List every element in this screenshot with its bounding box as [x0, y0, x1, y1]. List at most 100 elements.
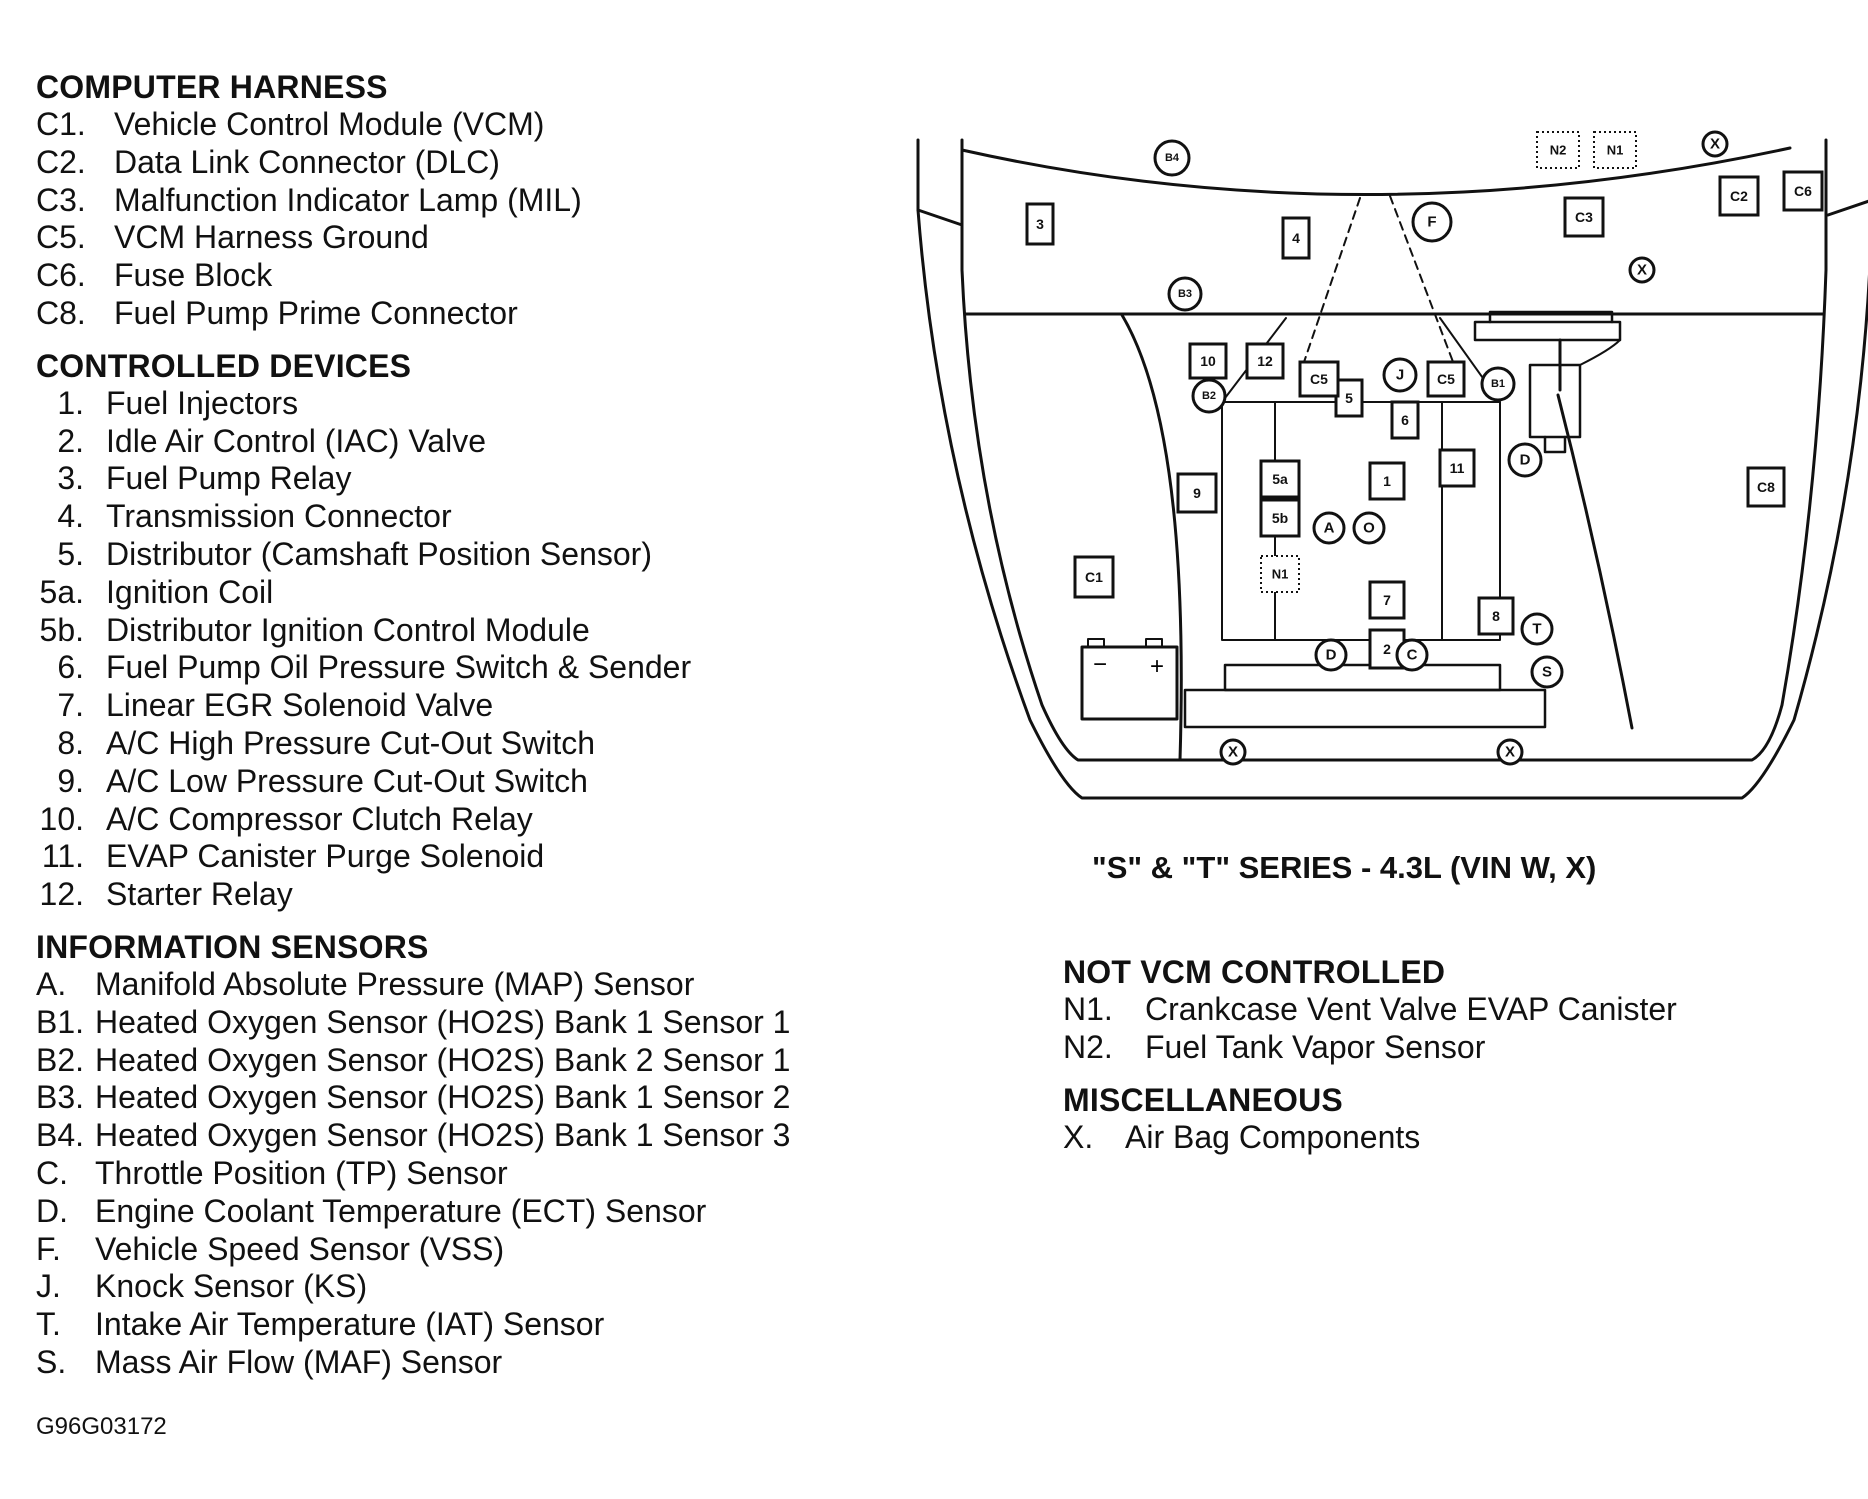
- legend-item-code: 5.: [57, 535, 84, 572]
- legend-item-code: 11.: [41, 838, 84, 875]
- sensor-marker-label: X: [1710, 136, 1720, 153]
- sensor-marker: [1480, 366, 1516, 402]
- component-box: [1188, 342, 1228, 380]
- sensor-marker: [1219, 738, 1247, 766]
- sensor-marker: [1411, 201, 1453, 243]
- vehicle-outline: [916, 138, 1868, 800]
- component-box-label: 1: [1383, 473, 1391, 489]
- inner-fender-outline: [960, 138, 1828, 762]
- sensor-marker-label: F: [1427, 214, 1436, 231]
- component-box: [1025, 202, 1055, 246]
- diagram-caption: "S" & "T" SERIES - 4.3L (VIN W, X): [1092, 850, 1597, 885]
- legend-item-description: Throttle Position (TP) Sensor: [95, 1154, 508, 1191]
- legend-item-code: B4.: [36, 1117, 85, 1154]
- legend-item-description: VCM Harness Ground: [114, 219, 429, 256]
- sensor-marker: [1520, 612, 1554, 646]
- non-vcm-component-label: N1: [1272, 567, 1289, 582]
- sensor-marker: [1382, 357, 1418, 393]
- non-vcm-component-label: N2: [1550, 143, 1567, 158]
- sensor-marker-label: B3: [1178, 288, 1192, 300]
- legend-item-description: Fuse Block: [114, 257, 273, 294]
- legend-item: B3.Heated Oxygen Sensor (HO2S) Bank 1 Se…: [36, 1079, 896, 1117]
- sensor-marker-label: C: [1407, 647, 1418, 664]
- cowl-curve: [960, 146, 1792, 196]
- legend-item-code: N2.: [1063, 1028, 1113, 1065]
- component-box: [1073, 555, 1115, 599]
- sensor-marker-label: X: [1637, 262, 1647, 279]
- legend-item-code: 8.: [57, 724, 84, 761]
- component-box-label: 9: [1193, 485, 1201, 501]
- legend-right-column: NOT VCM CONTROLLED N1.Crankcase Vent Val…: [1063, 953, 1823, 1170]
- legend-item-description: A/C Low Pressure Cut-Out Switch: [106, 762, 588, 799]
- sensor-marker-label: O: [1363, 520, 1375, 537]
- legend-item-code: 2.: [57, 422, 84, 459]
- legend-item: C1.Vehicle Control Module (VCM): [36, 106, 896, 144]
- legend-item: C. Throttle Position (TP) Sensor: [36, 1155, 896, 1193]
- component-box-label: 5b: [1272, 510, 1288, 526]
- sensor-marker-label: T: [1532, 621, 1541, 638]
- component-box-label: 2: [1383, 641, 1391, 657]
- legend-item: 5. Distributor (Camshaft Position Sensor): [36, 536, 896, 574]
- not-vcm-controlled-heading: NOT VCM CONTROLLED: [1063, 954, 1446, 990]
- component-box-label: 5: [1345, 390, 1353, 406]
- legend-item-description: Idle Air Control (IAC) Valve: [106, 422, 486, 459]
- legend-item-description: Manifold Absolute Pressure (MAP) Sensor: [95, 965, 695, 1002]
- legend-item: 2. Idle Air Control (IAC) Valve: [36, 423, 896, 461]
- legend-item-description: Fuel Pump Prime Connector: [114, 294, 518, 331]
- legend-item-description: Malfunction Indicator Lamp (MIL): [114, 181, 582, 218]
- legend-item-description: Ignition Coil: [106, 573, 274, 610]
- sensor-marker: [1530, 655, 1564, 689]
- sensor-marker: [1395, 638, 1429, 672]
- legend-item-description: Vehicle Speed Sensor (VSS): [95, 1230, 505, 1267]
- component-box: [1259, 459, 1301, 499]
- non-vcm-component-box: [1593, 131, 1637, 169]
- sensor-marker: [1191, 378, 1227, 414]
- sensor-marker: [1167, 276, 1203, 312]
- legend-item: 7.Linear EGR Solenoid Valve: [36, 687, 896, 725]
- legend-item-description: A/C High Pressure Cut-Out Switch: [106, 724, 596, 761]
- sensor-marker-label: D: [1520, 452, 1531, 469]
- legend-item-code: B2.: [36, 1041, 85, 1078]
- legend-left-column: COMPUTER HARNESS C1.Vehicle Control Modu…: [36, 68, 896, 1396]
- legend-item-code: 10.: [39, 800, 84, 837]
- legend-item-code: 9.: [57, 762, 84, 799]
- legend-item-code: N1.: [1063, 991, 1113, 1027]
- legend-item: N1.Crankcase Vent Valve EVAP Canister: [1063, 991, 1823, 1029]
- legend-item: X.Air Bag Components: [1063, 1119, 1823, 1157]
- legend-item: 11.EVAP Canister Purge Solenoid: [36, 838, 896, 876]
- legend-item-code: D.: [36, 1192, 68, 1229]
- sensor-marker: [1496, 738, 1524, 766]
- sensor-marker: [1153, 139, 1191, 177]
- radiator-lower: [1183, 688, 1547, 729]
- figure-code: G96G03172: [36, 1413, 167, 1440]
- legend-item: J.Knock Sensor (KS): [36, 1268, 896, 1306]
- legend-item: T.Intake Air Temperature (IAT) Sensor: [36, 1306, 896, 1344]
- legend-item-code: F.: [36, 1230, 61, 1267]
- sensor-marker: [1507, 442, 1543, 478]
- legend-item-code: C.: [36, 1154, 68, 1191]
- information-sensors-list: A.Manifold Absolute Pressure (MAP) Senso…: [36, 966, 896, 1382]
- legend-item-description: Distributor (Camshaft Position Sensor): [106, 535, 652, 572]
- component-box-label: C5: [1310, 371, 1328, 387]
- component-box: [1477, 596, 1515, 636]
- component-box: [1245, 342, 1285, 380]
- component-box: [1390, 400, 1420, 440]
- legend-item-description: A/C Compressor Clutch Relay: [106, 800, 533, 837]
- legend-item: D.Engine Coolant Temperature (ECT) Senso…: [36, 1193, 896, 1231]
- legend-item: A.Manifold Absolute Pressure (MAP) Senso…: [36, 966, 896, 1004]
- component-box: [1368, 461, 1406, 501]
- legend-item: 8. A/C High Pressure Cut-Out Switch: [36, 725, 896, 763]
- component-box-label: 12: [1257, 353, 1273, 369]
- legend-item-code: 5a.: [39, 573, 84, 610]
- legend-item-description: Data Link Connector (DLC): [114, 143, 500, 180]
- computer-harness-heading: COMPUTER HARNESS: [36, 69, 388, 105]
- battery-negative-symbol: −: [1093, 651, 1107, 678]
- legend-item-description: Distributor Ignition Control Module: [106, 611, 590, 648]
- component-box: [1176, 472, 1218, 514]
- legend-item: F. Vehicle Speed Sensor (VSS): [36, 1231, 896, 1269]
- component-box-label: 11: [1450, 460, 1465, 476]
- legend-item: 10. A/C Compressor Clutch Relay: [36, 801, 896, 839]
- legend-item-code: C8.: [36, 294, 86, 331]
